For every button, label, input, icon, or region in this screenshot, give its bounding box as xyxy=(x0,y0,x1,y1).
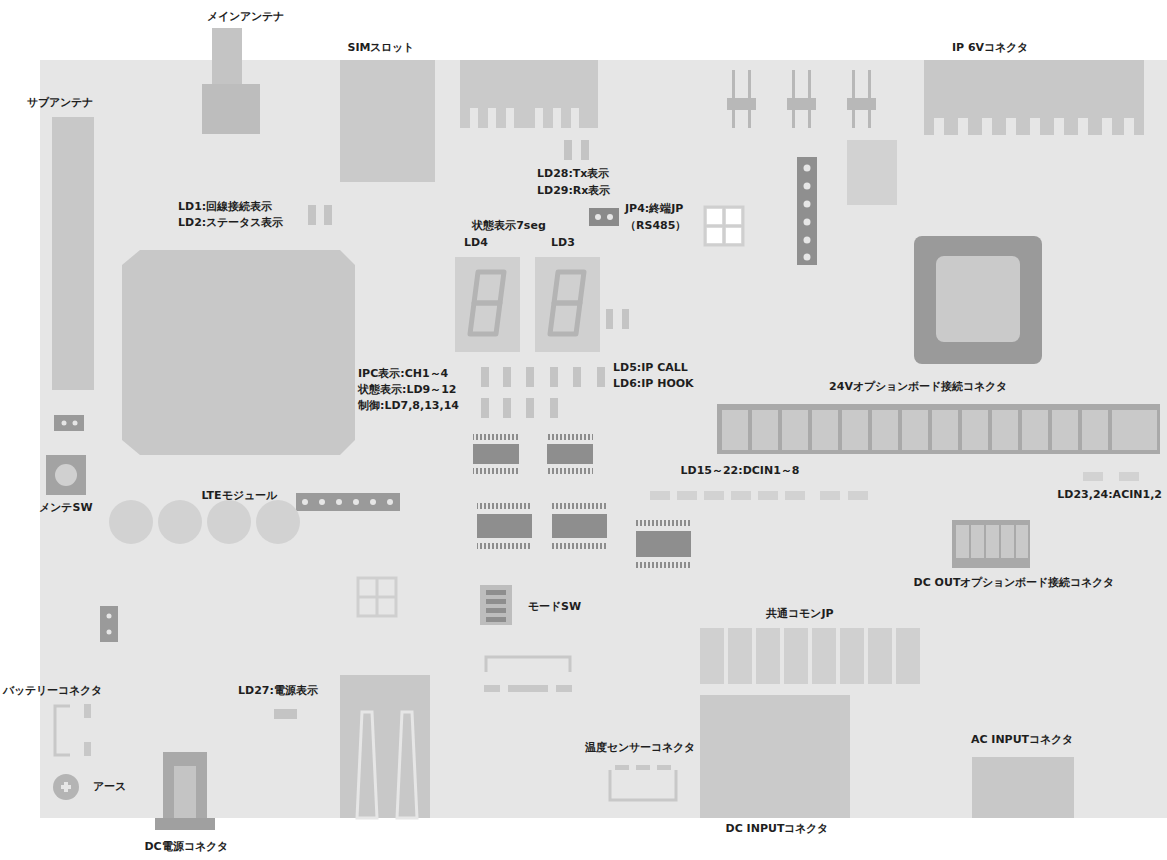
part-label: 状態表示:LD9～12 xyxy=(358,383,457,397)
part-label: DC INPUTコネクタ xyxy=(726,822,829,836)
part-label: LD27:電源表示 xyxy=(238,684,318,698)
part-label: DC OUTオプションボード接続コネクタ xyxy=(914,576,1115,590)
part-label: LD2:ステータス表示 xyxy=(178,216,283,230)
part-label: LD5:IP CALL xyxy=(613,361,688,375)
part-label: 状態表示7seg xyxy=(472,219,546,233)
part-label: LD6:IP HOOK xyxy=(613,377,694,391)
part-label: （RS485） xyxy=(625,219,686,233)
part-label: メンテSW xyxy=(39,501,92,515)
part-label: JP4:終端JP xyxy=(625,202,683,216)
part-label: メインアンテナ xyxy=(207,10,284,24)
part-label: IPC表示:CH1～4 xyxy=(358,367,448,381)
part-label: SIMスロット xyxy=(348,41,415,55)
part-label: LD23,24:ACIN1,2 xyxy=(1057,488,1162,502)
part-label: LD29:Rx表示 xyxy=(537,184,610,198)
part-label: 温度センサーコネクタ xyxy=(585,741,695,755)
part-label: LD3 xyxy=(551,236,575,250)
part-label: 共通コモンJP xyxy=(766,607,833,621)
part-label: 制御:LD7,8,13,14 xyxy=(358,399,459,413)
part-label: 24Vオプションボード接続コネクタ xyxy=(829,380,1007,394)
part-label: LD28:Tx表示 xyxy=(537,167,609,181)
part-label: モードSW xyxy=(528,600,581,614)
part-label: LD15～22:DCIN1～8 xyxy=(681,464,800,478)
part-label: IP 6Vコネクタ xyxy=(952,41,1028,55)
part-label: LD1:回線接続表示 xyxy=(178,200,272,214)
part-label: AC INPUTコネクタ xyxy=(971,733,1073,747)
part-label: LD4 xyxy=(464,236,488,250)
part-label: LTEモジュール xyxy=(201,489,276,503)
part-label: サブアンテナ xyxy=(27,96,93,110)
part-label: DC電源コネクタ xyxy=(144,840,227,854)
part-label: アース xyxy=(93,780,126,794)
part-label: バッテリーコネクタ xyxy=(3,684,102,698)
